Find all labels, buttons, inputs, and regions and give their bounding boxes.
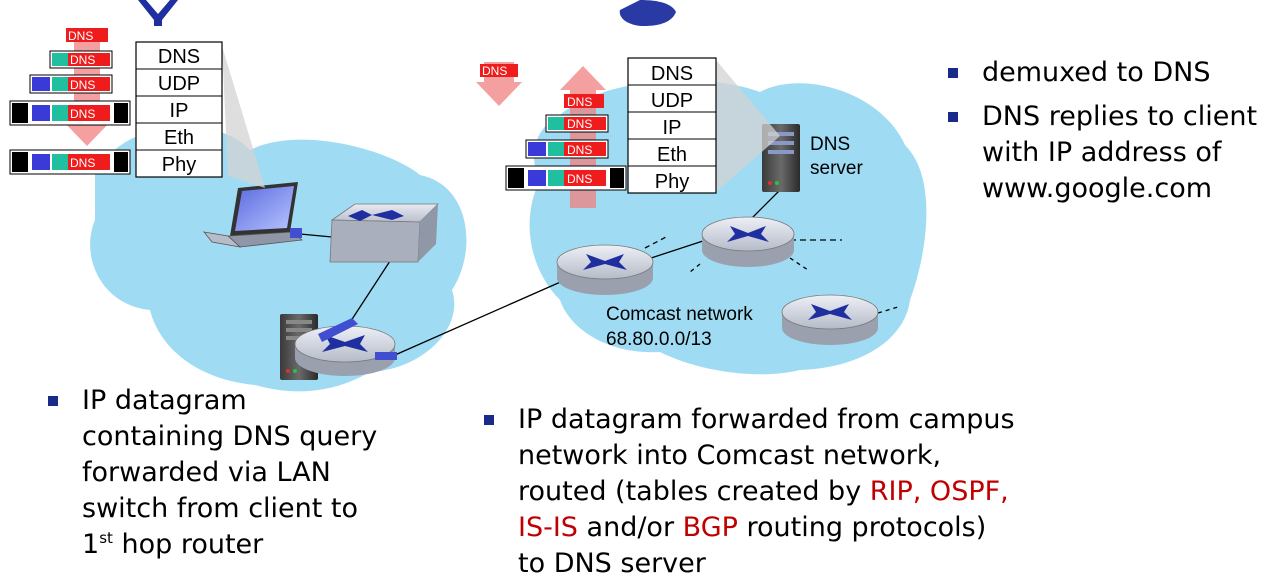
- server-packet-eth: DNS: [505, 165, 627, 191]
- middle-bullet-andor: and/or: [577, 512, 683, 543]
- first-hop-router-icon: [294, 318, 397, 376]
- left-bullet-line1: IP datagram: [82, 385, 247, 416]
- server-packet-dns: DNS: [564, 94, 604, 109]
- bullet-dns-replies-line3: www.google.com: [982, 173, 1213, 204]
- client-stack-layer-eth: Eth: [164, 127, 194, 149]
- server-stack-layer-ip: IP: [663, 117, 682, 139]
- packet-label: DNS: [567, 117, 592, 131]
- server-stack-callout: [716, 60, 780, 192]
- packet-label: DNS: [70, 78, 95, 92]
- routing-protocol-bgp: BGP: [682, 512, 738, 543]
- client-protocol-stack: DNS UDP IP Eth Phy: [135, 41, 223, 178]
- bullet-dns-replies-line2: with IP address of: [982, 137, 1222, 168]
- client-packet-ip: DNS: [29, 74, 113, 94]
- cut-title-fragment: [138, 0, 676, 26]
- packet-label: DNS: [567, 143, 592, 157]
- comcast-router-icon: [556, 244, 654, 295]
- bullet-demuxed: demuxed to DNS: [946, 55, 1266, 91]
- campus-network-cloud: [90, 126, 467, 392]
- routing-protocols-rip-ospf: RIP, OSPF,: [869, 476, 1009, 507]
- comcast-prefix-label: 68.80.0.0/13: [606, 329, 712, 350]
- server-packet-udp: DNS: [545, 114, 609, 133]
- bullet-ip-datagram-lan: IP datagram containing DNS query forward…: [46, 383, 426, 563]
- routing-protocol-isis: IS-IS: [518, 512, 578, 543]
- left-bullet-line2: containing DNS query: [82, 421, 378, 452]
- middle-bullet-line3: routed (tables created by: [518, 476, 870, 507]
- server-protocol-stack: DNS UDP IP Eth Phy: [627, 57, 717, 194]
- server-stack-layer-eth: Eth: [657, 144, 687, 166]
- server-packet-ip: DNS: [525, 139, 609, 159]
- packet-label: DNS: [70, 107, 95, 121]
- left-bullet-ordinal-suffix: st: [99, 529, 113, 547]
- bullet-dns-replies-line1: DNS replies to client: [982, 101, 1258, 132]
- packet-label: DNS: [567, 95, 592, 109]
- right-bullet-list: demuxed to DNS DNS replies to client wit…: [946, 55, 1266, 207]
- bullet-ip-datagram-comcast: IP datagram forwarded from campus networ…: [482, 402, 1042, 582]
- comcast-router-icon: [781, 294, 879, 345]
- bullet-dns-replies: DNS replies to client with IP address of…: [946, 99, 1266, 207]
- left-bullet-ordinal: 1: [82, 529, 100, 560]
- middle-bullet-line1: IP datagram forwarded from campus: [518, 404, 1015, 435]
- left-bullet-line5: hop router: [112, 529, 264, 560]
- dns-server-label-line2: server: [810, 158, 863, 179]
- server-packet-reply: DNS: [480, 64, 518, 78]
- client-packet-dns: DNS: [66, 28, 108, 43]
- client-packet-phy: DNS: [9, 149, 131, 175]
- left-bullet-line3: forwarded via LAN: [82, 457, 331, 488]
- packet-label: DNS: [70, 156, 95, 170]
- dns-server-label: DNS server: [810, 134, 863, 179]
- client-stack-callout: [222, 46, 265, 188]
- client-stack-layer-udp: UDP: [158, 73, 200, 95]
- client-stack-layer-dns: DNS: [158, 46, 200, 68]
- client-packet-udp: DNS: [49, 50, 113, 69]
- network-links: [299, 189, 899, 356]
- middle-bullet-line2: network into Comcast network,: [518, 440, 942, 471]
- packet-label: DNS: [70, 53, 95, 67]
- server-stack-layer-udp: UDP: [651, 90, 693, 112]
- left-bullet-list: IP datagram containing DNS query forward…: [46, 383, 426, 563]
- server-stack-layer-phy: Phy: [655, 171, 689, 193]
- comcast-network-label: Comcast network: [606, 304, 753, 325]
- client-laptop-icon: [203, 182, 304, 248]
- left-bullet-line4: switch from client to: [82, 493, 359, 524]
- bullet-demuxed-text: demuxed to DNS: [982, 57, 1211, 88]
- client-stack-layer-ip: IP: [170, 100, 189, 122]
- packet-label: DNS: [482, 64, 507, 78]
- comcast-router-icon: [701, 216, 795, 267]
- middle-bullet-line5: to DNS server: [518, 548, 706, 579]
- client-stack-layer-phy: Phy: [162, 154, 196, 176]
- middle-bullet-line4-end: routing protocols): [737, 512, 987, 543]
- packet-label: DNS: [68, 29, 93, 43]
- server-stack-layer-dns: DNS: [651, 63, 693, 85]
- dns-server-label-line1: DNS: [810, 134, 850, 155]
- packet-label: DNS: [567, 172, 592, 186]
- middle-bullet-list: IP datagram forwarded from campus networ…: [482, 402, 1042, 582]
- client-packet-eth: DNS: [9, 100, 131, 126]
- lan-switch-icon: [329, 203, 439, 263]
